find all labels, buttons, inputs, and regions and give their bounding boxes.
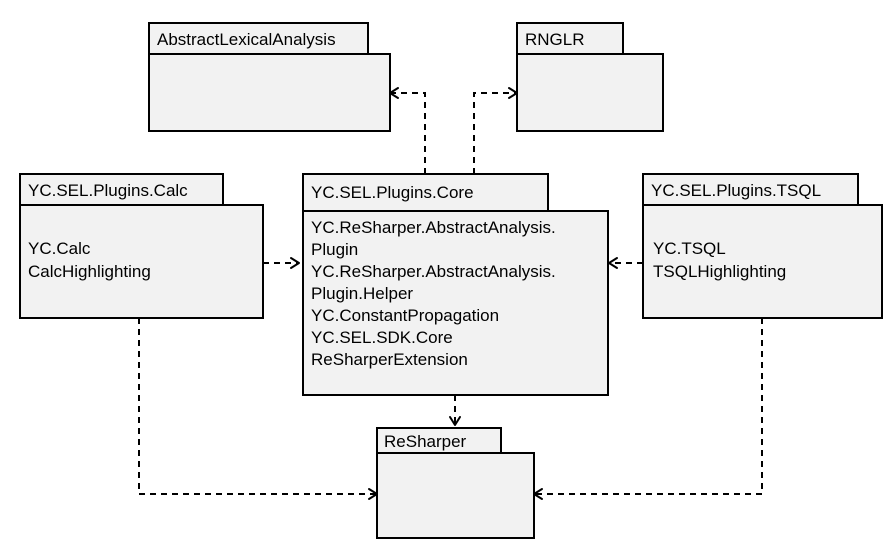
package-content-line: CalcHighlighting bbox=[28, 262, 151, 281]
package-content-line: YC.ReSharper.AbstractAnalysis. bbox=[311, 218, 556, 237]
arrowhead-core-left bbox=[290, 257, 300, 269]
package-tab bbox=[302, 173, 549, 212]
package-name: YC.SEL.Plugins.Calc bbox=[28, 181, 188, 200]
dependency-calc-to-resharper bbox=[138, 318, 376, 495]
package-content-line: YC.Calc bbox=[28, 239, 91, 258]
dependency-tsql-to-resharper bbox=[535, 318, 763, 495]
package-body bbox=[148, 53, 391, 132]
package-rnglr: RNGLR bbox=[516, 22, 664, 132]
dependency-core-to-abstractlexical bbox=[391, 92, 426, 174]
package-body bbox=[376, 452, 535, 539]
dependency-arrows bbox=[138, 87, 763, 500]
package-yc-sel-plugins-calc: YC.SEL.Plugins.Calc YC.Calc CalcHighligh… bbox=[19, 173, 264, 319]
package-resharper: ReSharper bbox=[376, 427, 535, 539]
dependency-core-to-rnglr bbox=[473, 92, 516, 174]
package-content-line: Plugin bbox=[311, 240, 358, 259]
package-name: AbstractLexicalAnalysis bbox=[157, 30, 336, 49]
package-yc-sel-plugins-tsql: YC.SEL.Plugins.TSQL YC.TSQL TSQLHighligh… bbox=[642, 173, 883, 319]
package-tab bbox=[376, 427, 502, 454]
package-abstractlexicalanalysis: AbstractLexicalAnalysis bbox=[148, 22, 391, 132]
package-tab bbox=[148, 22, 369, 55]
package-tab bbox=[19, 173, 224, 206]
package-name: RNGLR bbox=[525, 30, 585, 49]
package-name: ReSharper bbox=[384, 432, 467, 451]
package-content-line: YC.ConstantPropagation bbox=[311, 306, 499, 325]
package-tab bbox=[642, 173, 859, 206]
package-body bbox=[516, 53, 664, 132]
package-yc-sel-plugins-core: YC.SEL.Plugins.Core YC.ReSharper.Abstrac… bbox=[302, 173, 609, 396]
package-content-line: Plugin.Helper bbox=[311, 284, 413, 303]
package-body bbox=[19, 204, 264, 319]
package-content-line: TSQLHighlighting bbox=[653, 262, 786, 281]
package-content-line: YC.ReSharper.AbstractAnalysis. bbox=[311, 262, 556, 281]
package-content-line: ReSharperExtension bbox=[311, 350, 468, 369]
package-content-line: YC.TSQL bbox=[653, 239, 726, 258]
package-name: YC.SEL.Plugins.TSQL bbox=[651, 181, 821, 200]
package-body bbox=[642, 204, 883, 319]
package-name: YC.SEL.Plugins.Core bbox=[311, 183, 474, 202]
arrowhead-resharper-top bbox=[449, 416, 461, 426]
package-content-line: YC.SEL.SDK.Core bbox=[311, 328, 453, 347]
arrowhead-rnglr bbox=[508, 87, 518, 99]
package-body bbox=[302, 210, 609, 396]
